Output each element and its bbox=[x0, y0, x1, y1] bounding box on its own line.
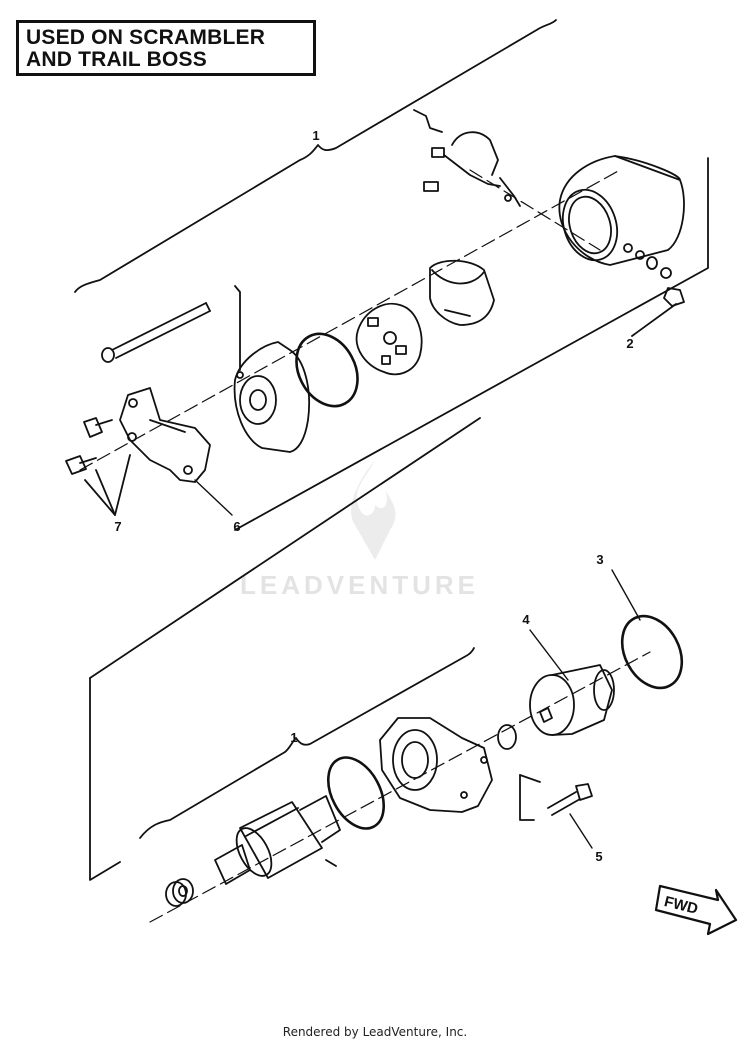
washer-lower bbox=[497, 724, 517, 750]
callout-lower-assembly: 1 bbox=[290, 730, 298, 745]
callout-upper-assembly: 1 bbox=[312, 128, 320, 143]
o-ring-lower bbox=[620, 614, 684, 690]
o-ring-middle bbox=[326, 756, 386, 830]
callout-bolt-lower: 5 bbox=[595, 849, 603, 864]
motor-housing bbox=[558, 155, 685, 266]
bolt-lower bbox=[547, 783, 593, 816]
title-box bbox=[16, 20, 316, 76]
callout-o-ring-lower: 3 bbox=[596, 552, 604, 567]
forward-arrow-icon bbox=[654, 884, 738, 936]
upper-assembly-bracket bbox=[74, 19, 709, 531]
callout-nut: 2 bbox=[626, 336, 634, 351]
washers-and-nut bbox=[623, 243, 685, 337]
watermark-text: LEADVENTURE bbox=[240, 570, 480, 600]
through-bolt bbox=[101, 302, 211, 363]
watermark-logo-icon bbox=[351, 460, 396, 560]
bracket-plate bbox=[119, 387, 211, 483]
lower-assembly-bracket bbox=[89, 417, 541, 881]
callout-drive-gear: 4 bbox=[522, 612, 530, 627]
brush-holder-plate bbox=[355, 302, 423, 376]
o-ring-upper bbox=[295, 332, 359, 408]
lower-axis-lines bbox=[149, 651, 651, 923]
callout-bracket: 6 bbox=[233, 519, 241, 534]
upper-axis-lines bbox=[79, 169, 621, 471]
footer-credit: Rendered by LeadVenture, Inc. bbox=[282, 1025, 468, 1039]
brush-assembly bbox=[413, 109, 521, 207]
title-line-1: USED ON SCRAMBLER bbox=[26, 26, 266, 49]
armature bbox=[214, 795, 341, 885]
end-cover bbox=[233, 341, 310, 453]
drive-gear bbox=[529, 664, 615, 736]
title-line-2: AND TRAIL BOSS bbox=[26, 48, 207, 71]
small-bolts-upper bbox=[65, 417, 131, 516]
callout-bolts-upper: 7 bbox=[114, 519, 122, 534]
leader-lines bbox=[194, 479, 641, 849]
bushing bbox=[165, 878, 194, 907]
drive-housing bbox=[379, 717, 493, 813]
brush-cup bbox=[429, 259, 495, 326]
